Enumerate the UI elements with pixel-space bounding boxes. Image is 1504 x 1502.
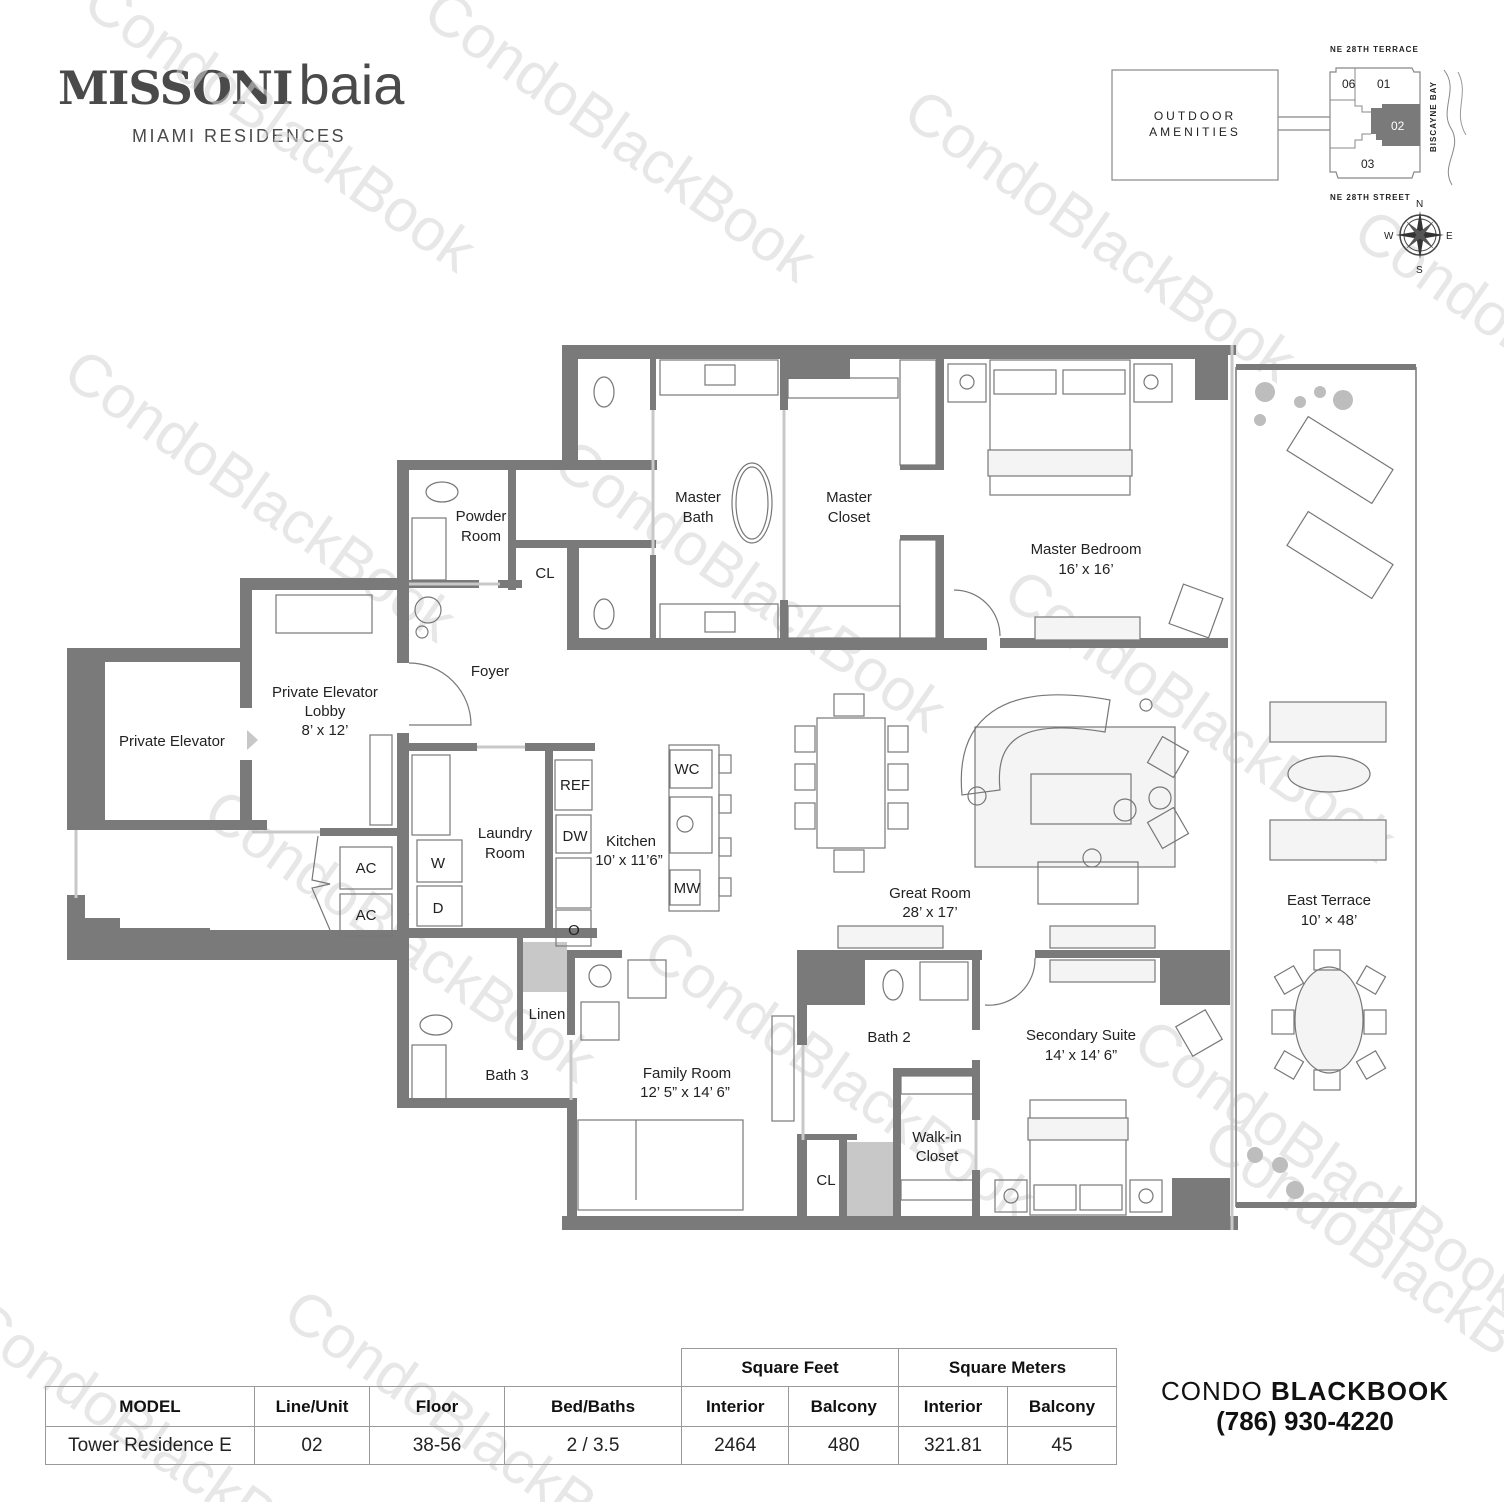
svg-text:W: W bbox=[1384, 231, 1394, 242]
svg-text:CondoBlackBook: CondoBlackBook bbox=[1343, 196, 1504, 515]
condo-blackbook-brand: CONDO BLACKBOOK bbox=[1140, 1376, 1470, 1407]
logo-bold-text: MISSONI bbox=[58, 61, 293, 115]
label-mw: MW bbox=[674, 880, 701, 897]
windows bbox=[74, 345, 1417, 1230]
label-dryer: D bbox=[433, 900, 444, 917]
brand-light: CONDO bbox=[1160, 1376, 1263, 1406]
svg-text:OUTDOOR: OUTDOOR bbox=[1154, 109, 1236, 123]
compass-rose-icon: N S E W bbox=[1384, 199, 1453, 276]
cell-sqft-balcony: 480 bbox=[788, 1426, 899, 1465]
col-sqm-balcony: Balcony bbox=[1007, 1386, 1117, 1427]
walls bbox=[67, 345, 1238, 1230]
label-private-elevator-lobby: Private Elevator bbox=[272, 684, 378, 701]
label-master-closet: Master bbox=[826, 489, 872, 506]
label-cl-bottom: CL bbox=[816, 1172, 835, 1189]
svg-text:Bath: Bath bbox=[683, 509, 714, 526]
label-kitchen: Kitchen bbox=[606, 833, 656, 850]
outdoor-amenities-box bbox=[1111, 69, 1279, 181]
svg-text:12’ 5” x 14’ 6”: 12’ 5” x 14’ 6” bbox=[640, 1084, 730, 1101]
label-ref: REF bbox=[560, 777, 590, 794]
svg-text:14’ x 14’ 6”: 14’ x 14’ 6” bbox=[1045, 1047, 1117, 1064]
unit-spec-table: Square Feet Square Meters MODEL Line/Uni… bbox=[45, 1348, 1117, 1465]
cell-model: Tower Residence E bbox=[45, 1426, 255, 1465]
cell-sqm-balcony: 45 bbox=[1007, 1426, 1117, 1465]
label-ac-2: AC bbox=[356, 907, 377, 924]
svg-text:Closet: Closet bbox=[828, 509, 871, 526]
label-private-elevator: Private Elevator bbox=[119, 733, 225, 750]
svg-text:E: E bbox=[1446, 231, 1453, 242]
svg-text:10’ x 11’6”: 10’ x 11’6” bbox=[595, 852, 663, 869]
svg-text:16’ x 16’: 16’ x 16’ bbox=[1058, 561, 1113, 578]
logo-thin-text: baia bbox=[298, 53, 405, 116]
doors bbox=[311, 589, 1036, 1006]
svg-text:CondoBlackBook: CondoBlackBook bbox=[413, 0, 829, 295]
label-powder-room: Powder bbox=[456, 508, 507, 525]
label-ac-1: AC bbox=[356, 860, 377, 877]
header-square-feet: Square Feet bbox=[681, 1348, 899, 1387]
label-dw: DW bbox=[563, 828, 589, 845]
fixtures bbox=[247, 359, 1394, 1216]
contact-phone[interactable]: (786) 930-4220 bbox=[1216, 1406, 1394, 1436]
svg-text:Room: Room bbox=[485, 845, 525, 862]
label-master-bedroom: Master Bedroom bbox=[1031, 541, 1142, 558]
svg-text:10’ × 48’: 10’ × 48’ bbox=[1301, 912, 1358, 929]
svg-text:06: 06 bbox=[1342, 77, 1356, 91]
col-sqm-interior: Interior bbox=[898, 1386, 1008, 1427]
label-east-terrace: East Terrace bbox=[1287, 892, 1371, 909]
label-laundry-room: Laundry bbox=[478, 825, 533, 842]
label-secondary-suite: Secondary Suite bbox=[1026, 1027, 1136, 1044]
svg-text:NE 28TH STREET: NE 28TH STREET bbox=[1330, 193, 1411, 202]
header-square-meters: Square Meters bbox=[898, 1348, 1117, 1387]
cell-floor: 38-56 bbox=[369, 1426, 505, 1465]
col-bed-baths: Bed/Baths bbox=[504, 1386, 682, 1427]
cell-line-unit: 02 bbox=[254, 1426, 370, 1465]
label-great-room: Great Room bbox=[889, 885, 971, 902]
key-plan: OUTDOOR AMENITIES NE 28TH TERRACE NE 28T… bbox=[1111, 45, 1467, 276]
svg-text:01: 01 bbox=[1377, 77, 1391, 91]
label-cl-top: CL bbox=[535, 565, 554, 582]
room-labels: Powder Room CL Master Bath Master Closet… bbox=[119, 489, 1371, 1189]
label-washer: W bbox=[431, 855, 446, 872]
label-bath-2: Bath 2 bbox=[867, 1029, 910, 1046]
svg-text:Closet: Closet bbox=[916, 1148, 959, 1165]
svg-text:CondoBlackBook: CondoBlackBook bbox=[543, 426, 959, 745]
label-master-bath: Master bbox=[675, 489, 721, 506]
svg-text:CondoBlackBook: CondoBlackBook bbox=[73, 0, 489, 285]
label-bath-3: Bath 3 bbox=[485, 1067, 528, 1084]
col-line-unit: Line/Unit bbox=[254, 1386, 370, 1427]
svg-text:S: S bbox=[1416, 265, 1423, 276]
svg-text:N: N bbox=[1416, 199, 1423, 210]
svg-text:8’ x 12’: 8’ x 12’ bbox=[302, 722, 349, 739]
svg-text:02: 02 bbox=[1391, 119, 1405, 133]
cell-sqft-interior: 2464 bbox=[680, 1426, 790, 1465]
col-model: MODEL bbox=[45, 1386, 255, 1427]
svg-text:AMENITIES: AMENITIES bbox=[1149, 125, 1241, 139]
logo-subtitle: MIAMI RESIDENCES bbox=[132, 126, 347, 146]
cell-sqm-interior: 321.81 bbox=[898, 1426, 1008, 1465]
svg-text:BISCAYNE BAY: BISCAYNE BAY bbox=[1429, 81, 1438, 152]
svg-text:Room: Room bbox=[461, 528, 501, 545]
label-linen: Linen bbox=[529, 1006, 566, 1023]
svg-text:03: 03 bbox=[1361, 157, 1375, 171]
label-foyer: Foyer bbox=[471, 663, 509, 680]
label-oven: O bbox=[568, 922, 580, 939]
svg-text:Lobby: Lobby bbox=[305, 703, 346, 720]
col-floor: Floor bbox=[369, 1386, 505, 1427]
label-family-room: Family Room bbox=[643, 1065, 731, 1082]
svg-text:NE 28TH TERRACE: NE 28TH TERRACE bbox=[1330, 45, 1419, 54]
col-sqft-interior: Interior bbox=[680, 1386, 790, 1427]
svg-text:28’ x 17’: 28’ x 17’ bbox=[902, 904, 957, 921]
label-wc: WC bbox=[675, 761, 700, 778]
cell-bed-baths: 2 / 3.5 bbox=[504, 1426, 682, 1465]
label-walk-in-closet: Walk-in bbox=[912, 1129, 961, 1146]
col-sqft-balcony: Balcony bbox=[788, 1386, 899, 1427]
brand-bold: BLACKBOOK bbox=[1271, 1376, 1449, 1406]
